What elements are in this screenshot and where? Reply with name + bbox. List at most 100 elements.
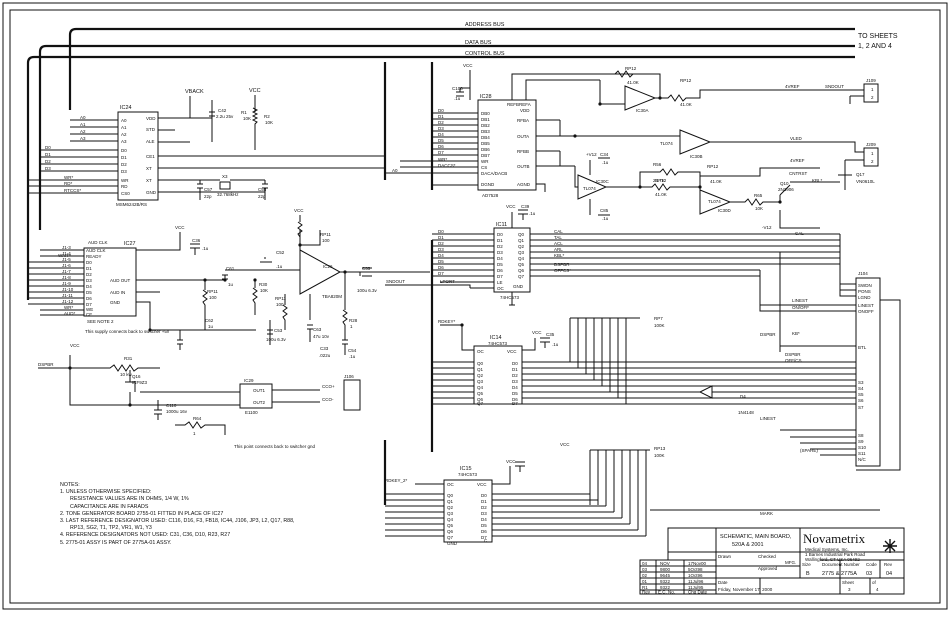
ic14-pin-d1: D1 — [512, 367, 518, 372]
ic14-pin-q6: Q6 — [477, 397, 484, 402]
c34-value: .1u — [602, 160, 609, 165]
company-sub-2: 1 Barnes Industrial Park Road — [805, 552, 866, 557]
j104-pin-s9: S9 — [858, 439, 864, 444]
cntrst-net: CNTRST — [789, 171, 807, 176]
rp12c-value: 41.0K — [710, 179, 722, 184]
svg-text:D2: D2 — [438, 241, 444, 246]
revision-row: 9645 — [660, 573, 671, 578]
rtc-power-section: VBACK VCC C42 2.2u 25v R1 10K R2 10K — [185, 88, 273, 150]
ic11-pin-le: LE — [497, 280, 503, 285]
vcc-label-4: VCC — [70, 343, 80, 348]
ic14-pin-vcc: VCC — [507, 349, 517, 354]
c58-ref: C58 — [258, 187, 267, 192]
revision-row: 17Nov00 — [688, 561, 707, 566]
svg-text:D0: D0 — [45, 145, 51, 150]
r31-value: 10 kw — [120, 372, 133, 377]
ic11-pin-q5: Q5 — [518, 262, 525, 267]
ic24-pin-d2: D2 — [121, 162, 127, 167]
connector-j109: J109 12 — [820, 78, 879, 104]
rp11b-value: 100 — [209, 295, 217, 300]
ground-note: This point connects back to switcher gnd — [234, 444, 316, 449]
revision-row: 9322 — [660, 585, 671, 590]
svg-text:D2: D2 — [438, 120, 444, 125]
c110-value: 1000u 16v — [166, 409, 188, 414]
c53-ref: C53 — [274, 328, 283, 333]
ic14-ref: IC14 — [490, 335, 502, 341]
c62-ref: C62 — [205, 318, 214, 323]
dacs-net: DACCS* — [438, 163, 456, 168]
svg-text:2: 2 — [871, 159, 874, 164]
sndout-net-2: SNDOUT — [825, 84, 844, 89]
wait-net: WAIT* — [58, 253, 71, 258]
ic28-pin-db4: DB4 — [481, 135, 490, 140]
ic15-pin-d5: D5 — [481, 523, 487, 528]
svg-text:D3: D3 — [438, 247, 444, 252]
ic24-pin-a3: A3 — [121, 139, 127, 144]
ic15-pin-d7: D7 — [481, 535, 487, 540]
r65-ref: R65 — [754, 193, 763, 198]
ic27-pin-d4: D4 — [86, 284, 92, 289]
r65-value: 10K — [755, 206, 763, 211]
svg-text:J1-8: J1-8 — [62, 275, 71, 280]
ic15-pin-d4: D4 — [481, 517, 487, 522]
rp11a-ref: RP11 — [320, 232, 331, 237]
j104-pin-s10: S10 — [858, 445, 867, 450]
company-name: Novametrix — [803, 531, 866, 546]
xtal-ref: X3 — [222, 174, 228, 179]
ic11-pin-d6: D6 — [497, 268, 503, 273]
svg-text:D3: D3 — [438, 126, 444, 131]
vcc-label-2: VCC — [175, 225, 185, 230]
ic24-pin-ale: ALE — [146, 139, 155, 144]
title-block — [639, 527, 905, 595]
c57-value: 22p — [204, 194, 212, 199]
ic14-pin-q7: Q7 — [477, 401, 484, 406]
ic14-pin-q0: Q0 — [477, 361, 484, 366]
ic15-ref: IC15 — [460, 466, 472, 472]
ic29-out2: OUT2 — [253, 400, 265, 405]
vcc-label-5: VCC — [463, 63, 473, 68]
cal-net: CAL — [554, 229, 563, 234]
ic11-pin-q3: Q3 — [518, 250, 525, 255]
ic30b-part: TL074 — [660, 141, 673, 146]
svg-text:A2: A2 — [80, 129, 86, 134]
svg-text:D5: D5 — [438, 138, 444, 143]
ic30c-part: TL074 — [583, 186, 596, 191]
ic24-pin-xt1: XT — [146, 166, 152, 171]
ic28-ref: IC28 — [480, 94, 492, 100]
ic11-pin-d5: D5 — [497, 262, 503, 267]
supply-note: This supply connects back to switcher +5… — [85, 329, 170, 334]
c39-ref: C39 — [521, 204, 530, 209]
svg-text:2: 2 — [871, 95, 874, 100]
j104-pin-s5: S5 — [858, 392, 864, 397]
ic28-pin-db3: DB3 — [481, 129, 490, 134]
q17-ref: Q17 — [856, 172, 865, 177]
ic28-pin-db0: DB0 — [481, 111, 490, 116]
vcc-label-3: VCC — [294, 208, 304, 213]
ic28-pin-outb: OUTB — [517, 164, 530, 169]
mfg-label: MFG. — [785, 560, 796, 565]
c53-value: 100u 6.3v — [266, 337, 287, 342]
ic14-part: 74HC573 — [488, 341, 508, 346]
svg-text:D3: D3 — [45, 166, 51, 171]
svg-text:D1: D1 — [438, 114, 444, 119]
ic27-pin-ce: CE — [86, 312, 92, 317]
svg-text:J1-7: J1-7 — [62, 269, 71, 274]
ic26-part: TBA820M — [322, 294, 342, 299]
ic15-part: 74HC573 — [458, 472, 478, 477]
j104-ref: J104 — [858, 271, 868, 276]
vled-net: VLED — [790, 136, 803, 141]
c62-value: 1u — [208, 324, 214, 329]
ic15-pin-vcc: VCC — [477, 482, 487, 487]
ic24-pin-vdd: VDD — [146, 116, 156, 121]
r31-ref: R31 — [124, 356, 133, 361]
j104-pin-pons: PONS — [858, 289, 871, 294]
c52-value: .1u — [276, 264, 283, 269]
note-line: 3. LAST REFERENCE DESIGNATOR USED: C116,… — [60, 518, 295, 525]
ic28-pin-db6: DB6 — [481, 147, 490, 152]
ic15-pin-q5: Q5 — [447, 523, 454, 528]
ic24-pin-ce1: CE1 — [146, 154, 155, 159]
c61-value: 1u — [228, 282, 234, 287]
resistor-pack-rp13: RP13 100K VCC MARK — [560, 442, 880, 536]
j106-ref: J106 — [344, 374, 354, 379]
